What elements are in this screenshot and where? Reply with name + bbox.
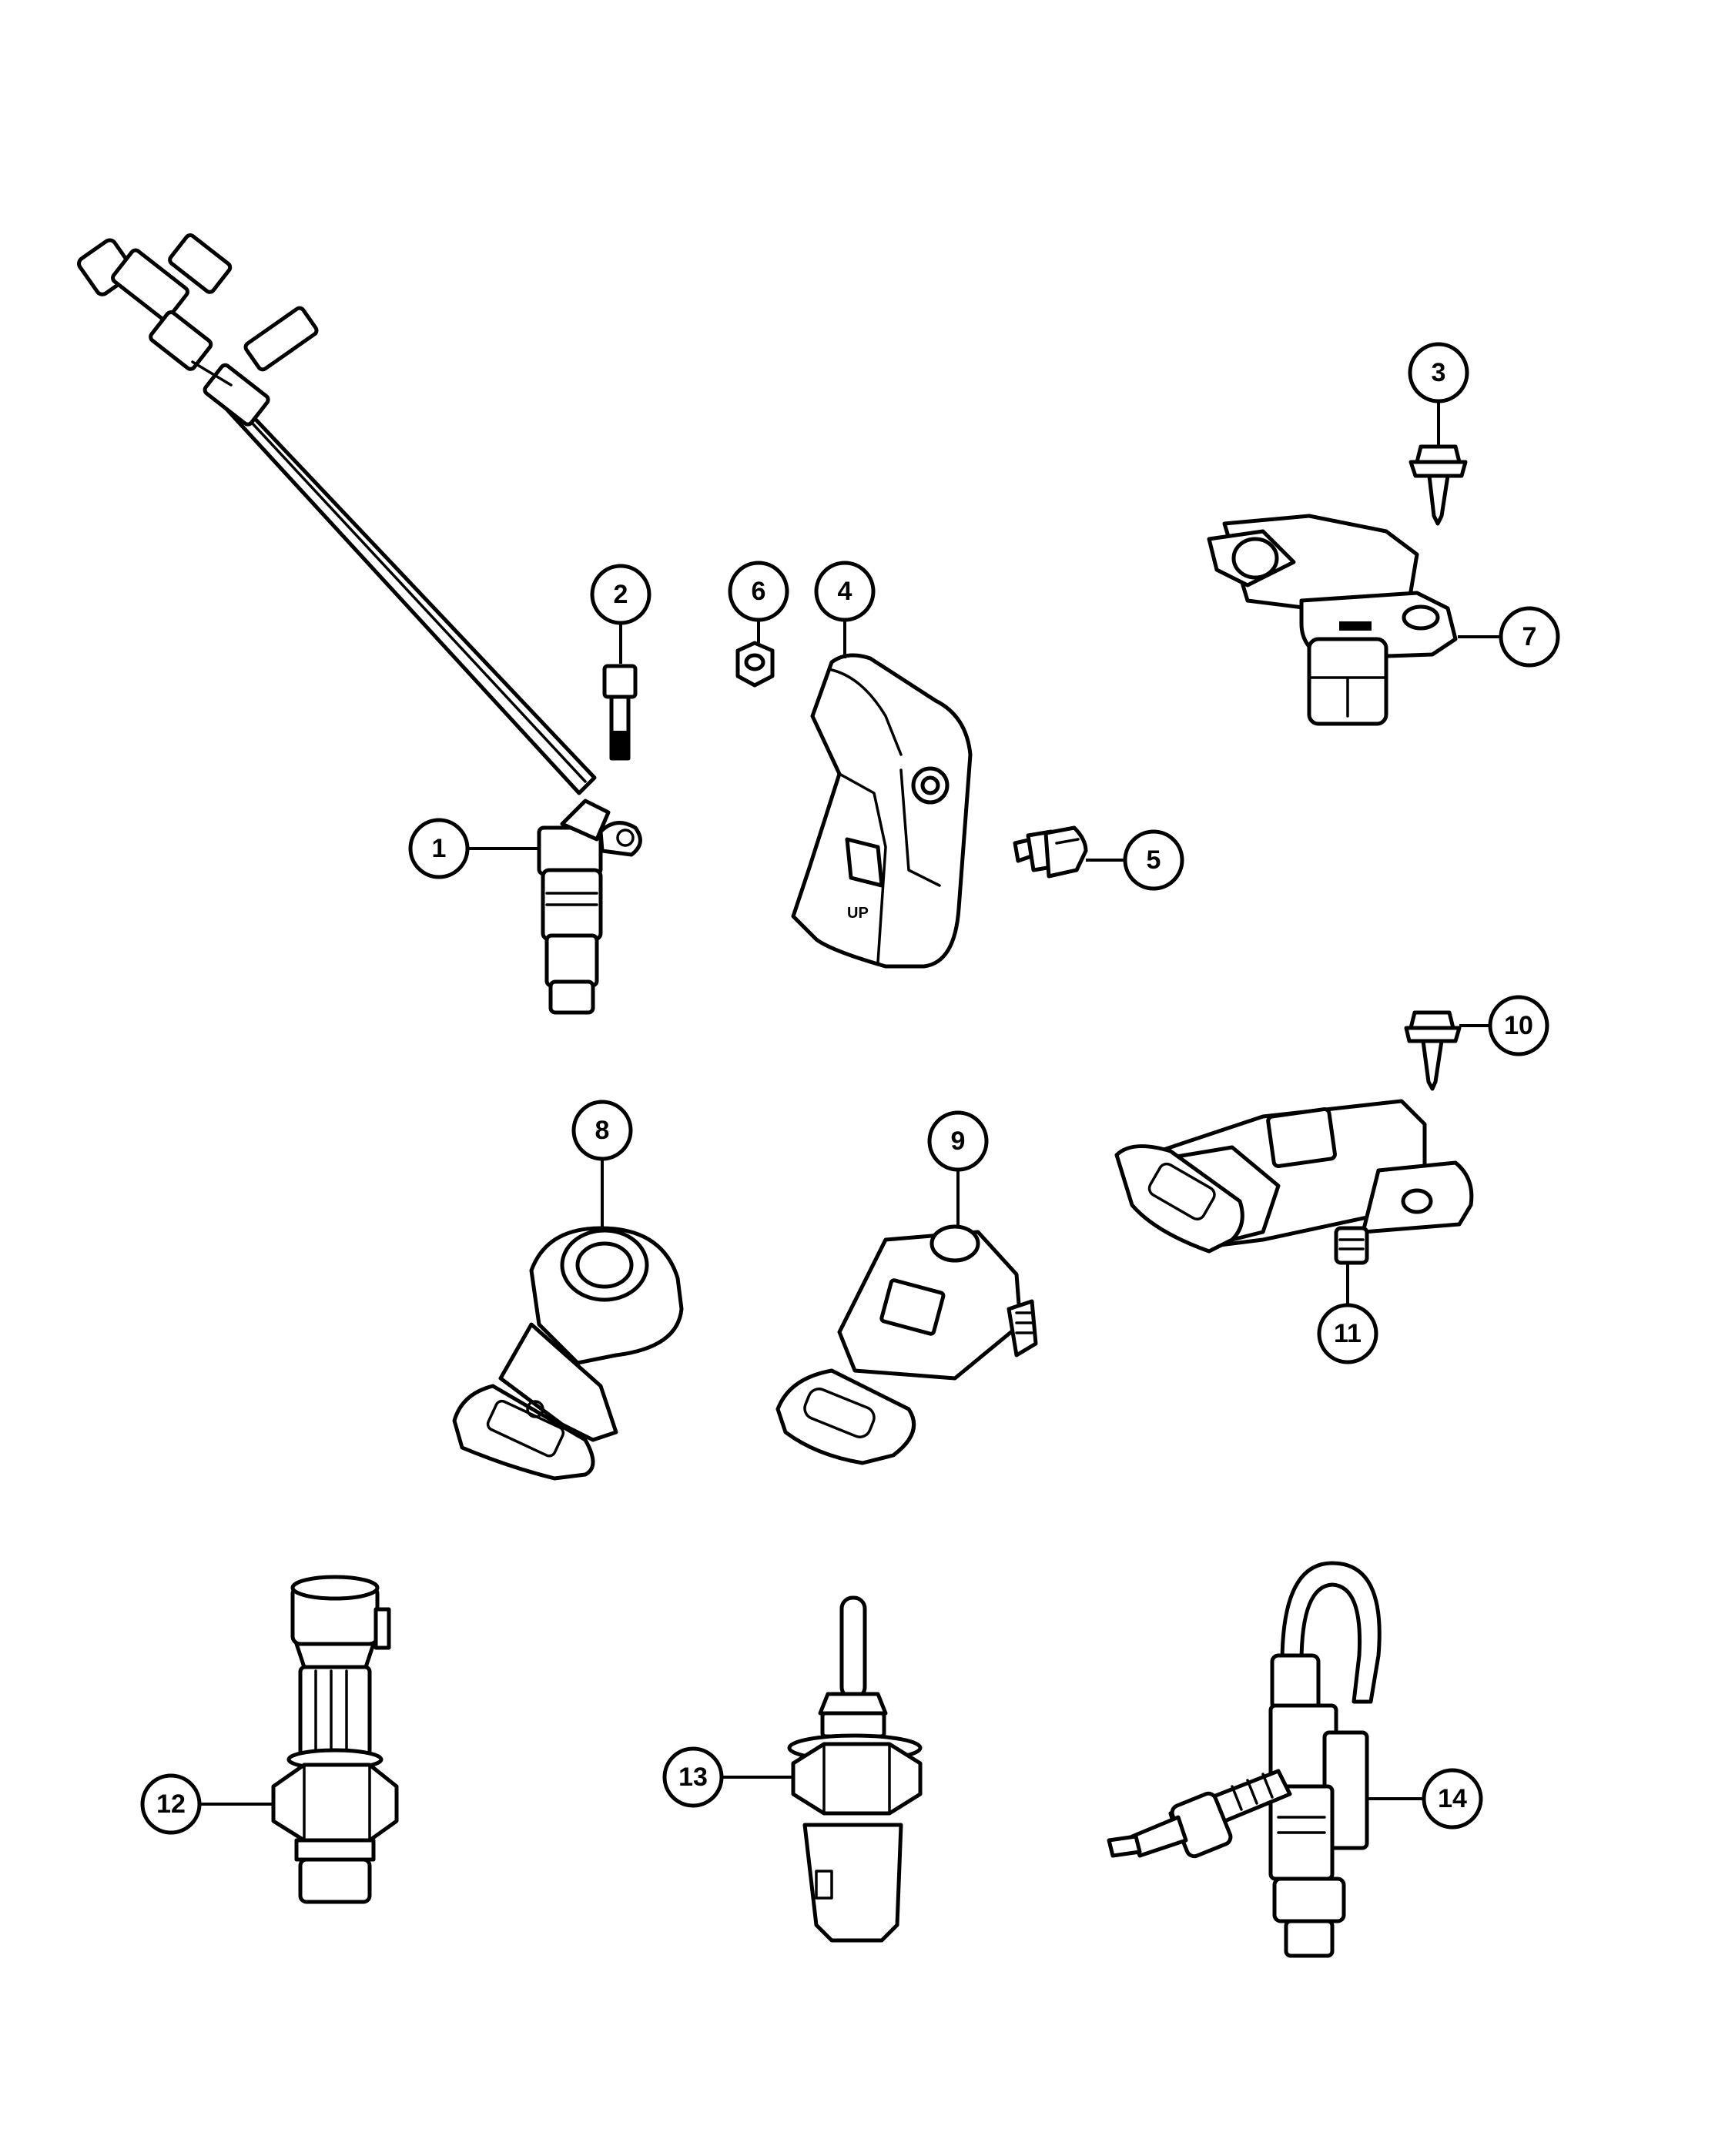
callout-10-label: 10	[1504, 1011, 1533, 1040]
part-1-crankshaft-sensor	[77, 233, 642, 1015]
part-11-boost-sensor	[1114, 1099, 1474, 1265]
callout-1: 1	[408, 818, 470, 879]
callout-5: 5	[1123, 829, 1184, 891]
part-2-screw	[602, 664, 638, 761]
part-3-bolt	[1408, 444, 1468, 526]
callout-8-label: 8	[595, 1116, 610, 1145]
callout-11-label: 11	[1334, 1319, 1362, 1348]
callout-14: 14	[1422, 1768, 1483, 1830]
callout-6-label: 6	[752, 577, 766, 606]
callout-13-label: 13	[678, 1763, 708, 1792]
part-8-knock-sensor	[452, 1226, 684, 1481]
part-13-temperature-sensor	[787, 1595, 923, 1943]
callout-4-label: 4	[838, 577, 852, 606]
callout-4: 4	[814, 561, 876, 622]
callout-2-label: 2	[614, 580, 628, 609]
callout-1-label: 1	[432, 834, 447, 863]
leader-lines	[199, 401, 1500, 1806]
part-9-map-sensor	[775, 1224, 1038, 1465]
callout-5-label: 5	[1147, 845, 1161, 875]
callout-9-label: 9	[951, 1127, 966, 1156]
callout-7: 7	[1499, 606, 1560, 668]
callout-12: 12	[140, 1773, 202, 1835]
callout-13: 13	[662, 1746, 724, 1808]
callout-8: 8	[571, 1100, 633, 1161]
callout-14-label: 14	[1438, 1784, 1467, 1813]
callout-9: 9	[927, 1110, 989, 1172]
part-4-bracket: UP	[791, 653, 973, 969]
part-6-nut	[735, 641, 775, 688]
callout-3-label: 3	[1432, 358, 1446, 387]
bracket-up-stamp: UP	[847, 905, 869, 922]
part-5-flange-bolt	[1013, 825, 1088, 879]
part-10-bolt	[1404, 1010, 1462, 1091]
callout-10: 10	[1488, 995, 1549, 1056]
callout-7-label: 7	[1522, 622, 1537, 651]
callout-11: 11	[1317, 1303, 1378, 1364]
part-7-camshaft-sensor	[1207, 514, 1458, 726]
part-12-oil-pressure-switch	[271, 1575, 399, 1904]
callout-3: 3	[1408, 342, 1469, 403]
part-14-pressure-sensor-pigtail	[1107, 1561, 1382, 1958]
callout-2: 2	[590, 564, 651, 625]
callout-12-label: 12	[156, 1789, 186, 1819]
callout-6: 6	[728, 561, 789, 622]
